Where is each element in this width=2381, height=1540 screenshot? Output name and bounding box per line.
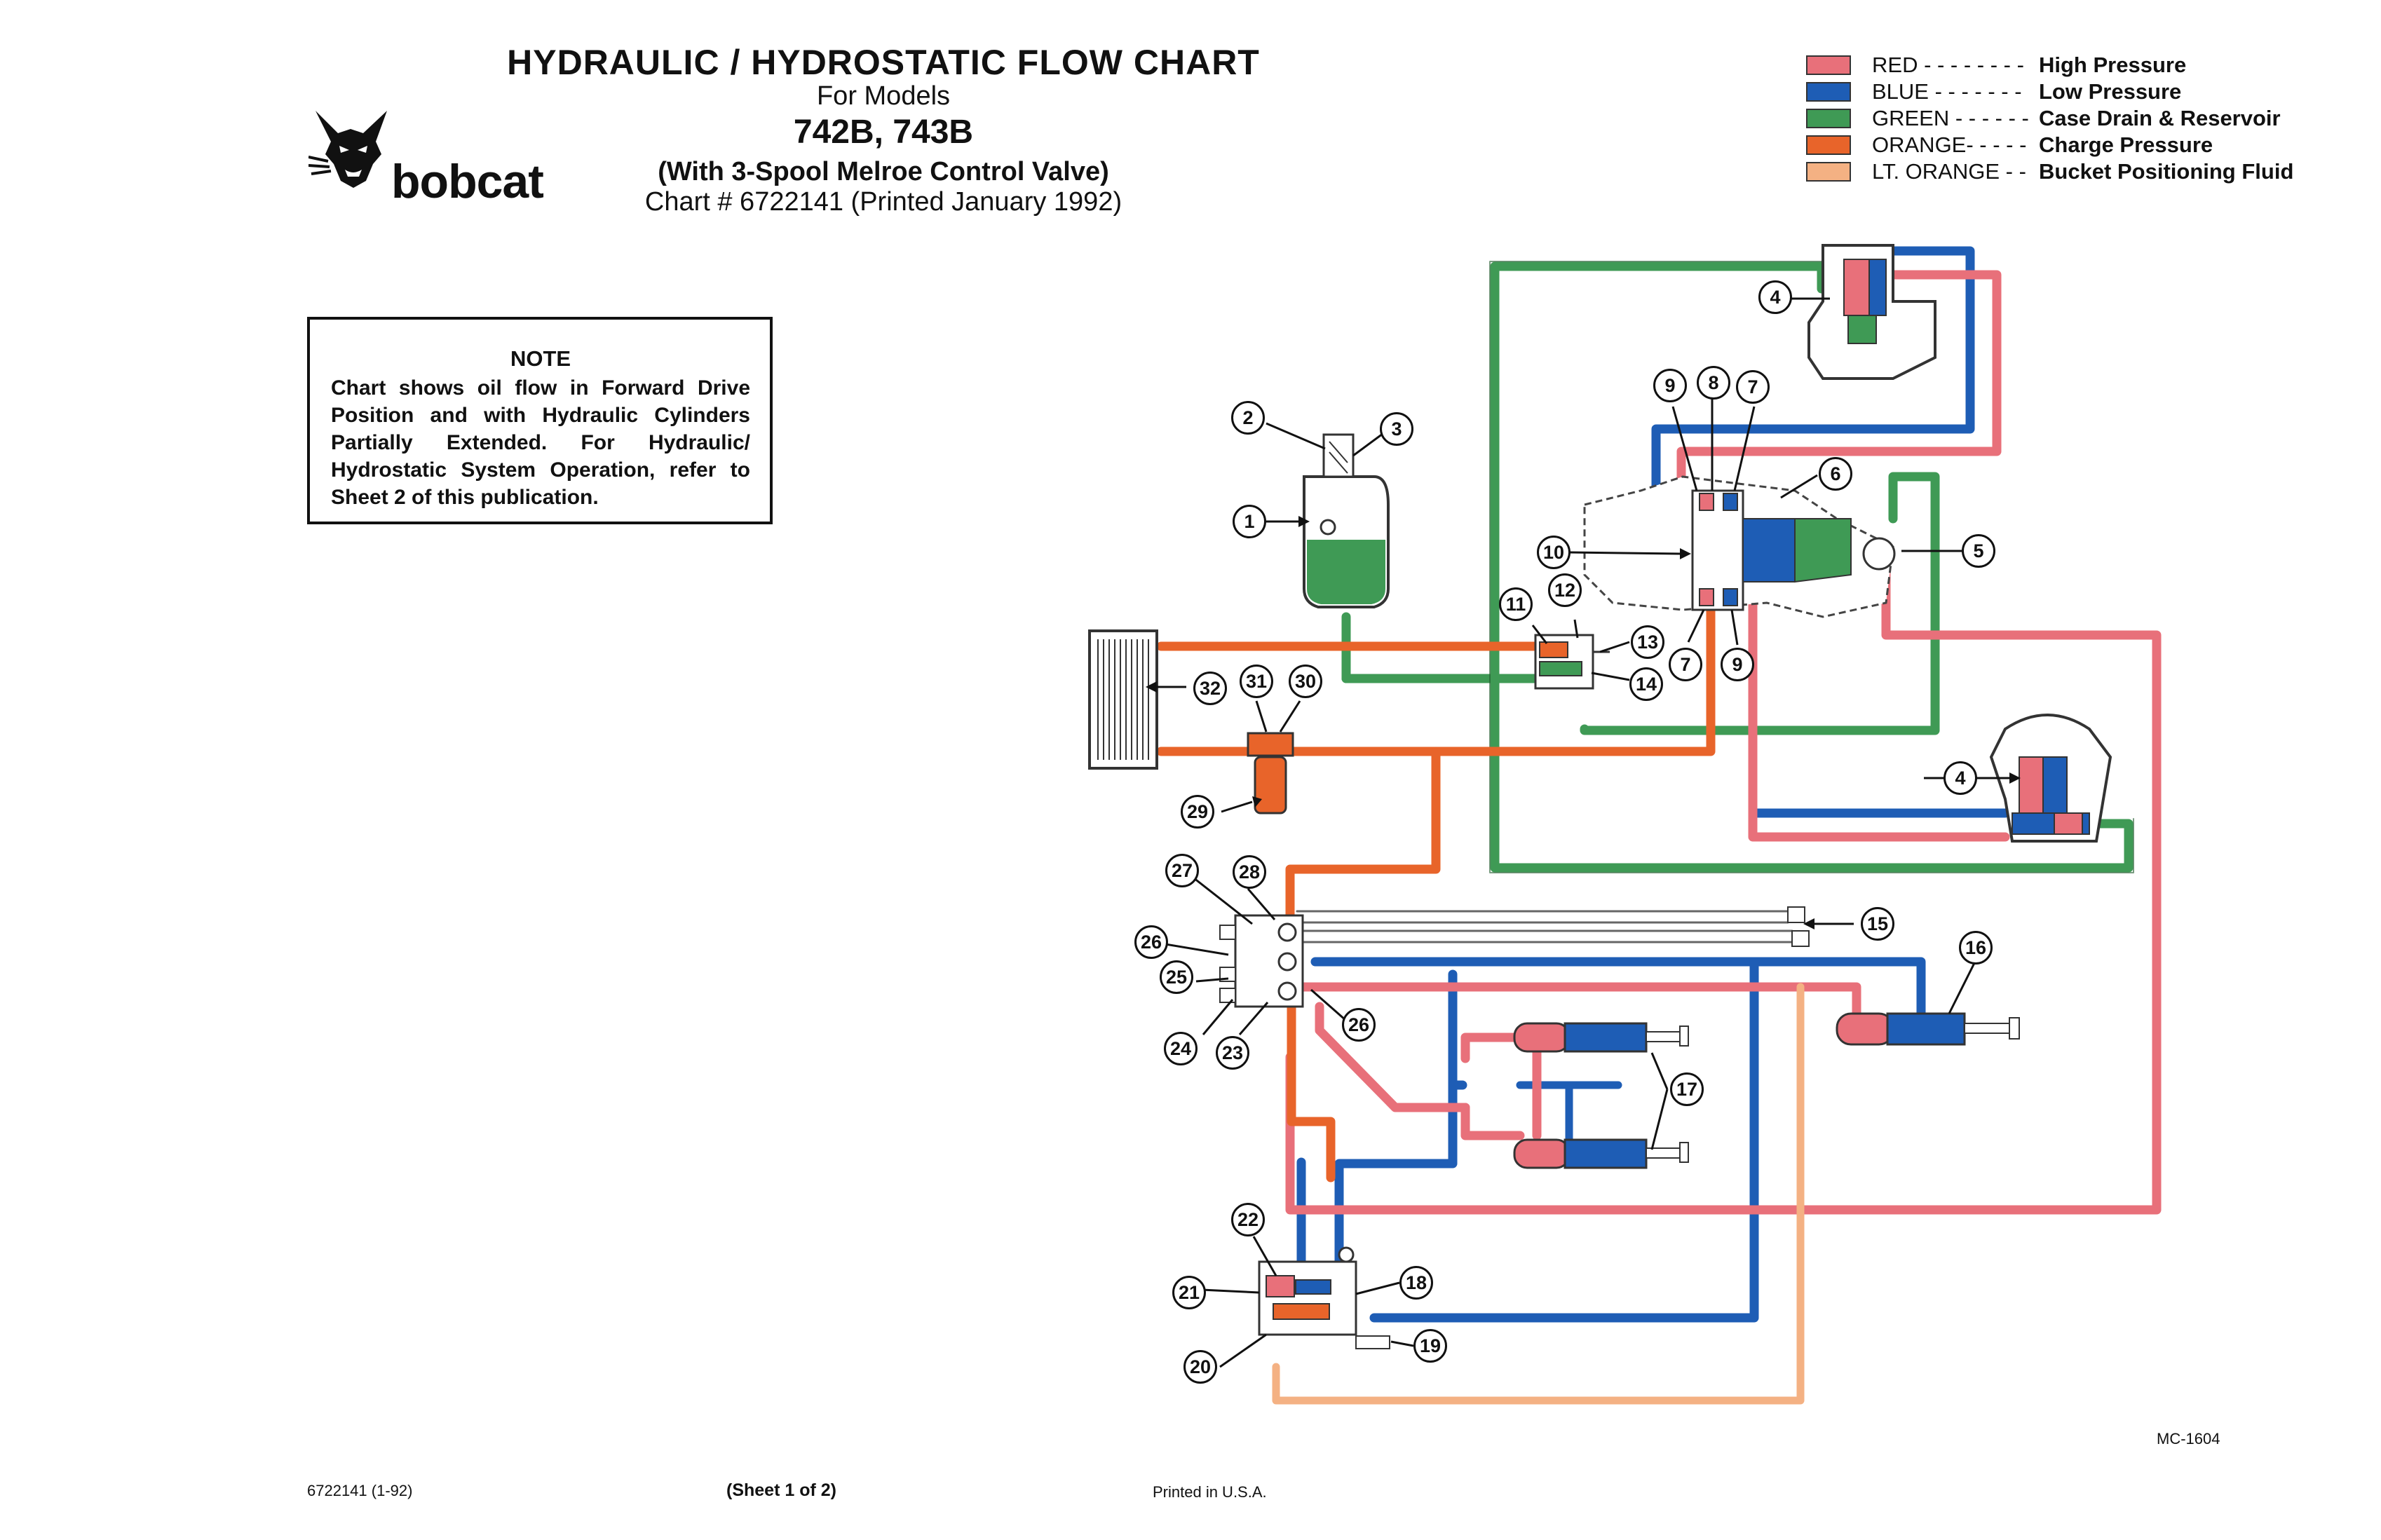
legend-swatch-lt-orange [1806,162,1851,182]
logo-wordmark: bobcat [391,155,544,208]
legend-description: Case Drain & Reservoir [2039,106,2281,130]
callout-5: 5 [1962,534,1995,568]
callout-32: 32 [1193,672,1227,705]
legend-color-name: ORANGE- - - - - [1872,132,2027,157]
chart-valve-info: (With 3-Spool Melroe Control Valve) [658,157,1109,186]
bobcat-logo: bobcat [308,105,547,217]
bobcat-head-icon [308,111,387,188]
control-valve [1219,914,1304,1008]
chart-subtitle: For Models [816,81,951,111]
callout-9: 9 [1721,648,1754,681]
callout-16: 16 [1959,931,1993,965]
lt-orange-lines [1272,983,1805,1405]
callout-8: 8 [1697,366,1730,400]
legend-swatch-blue [1806,82,1851,102]
callout-22: 22 [1231,1203,1265,1236]
callout-11: 11 [1499,587,1533,621]
legend-item-lt-orange: LT. ORANGE - - Bucket Positioning Fluid [1806,158,2360,185]
chart-title: HYDRAULIC / HYDROSTATIC FLOW CHART [507,43,1260,82]
footer-sheet: (Sheet 1 of 2) [726,1480,836,1500]
callout-29: 29 [1181,795,1214,829]
lift-cylinders [1513,1022,1689,1169]
callout-17: 17 [1670,1072,1704,1106]
callout-10: 10 [1537,536,1571,569]
filter-assembly [1247,732,1294,815]
callout-31: 31 [1240,665,1273,698]
callout-26: 26 [1134,925,1168,959]
callout-2: 2 [1231,401,1265,435]
color-legend: RED - - - - - - - - High Pressure BLUE -… [1806,52,2360,185]
callout-30: 30 [1289,665,1322,698]
legend-item-blue: BLUE - - - - - - - Low Pressure [1806,79,2360,105]
callout-25: 25 [1160,960,1193,994]
callout-14: 14 [1629,667,1663,701]
drive-motor-lower [1989,714,2112,843]
legend-description: High Pressure [2039,53,2187,77]
callout-13: 13 [1631,625,1664,659]
callout-23: 23 [1216,1036,1249,1070]
callout-20: 20 [1183,1350,1217,1384]
oil-cooler [1088,629,1158,770]
callout-18: 18 [1399,1266,1433,1300]
chart-number: Chart # 6722141 (Printed January 1992) [644,187,1122,217]
reservoir-tank [1303,433,1390,608]
legend-swatch-red [1806,55,1851,75]
callout-6: 6 [1819,457,1852,491]
footer-code: MC-1604 [2157,1430,2220,1447]
chart-title-block: HYDRAULIC / HYDROSTATIC FLOW CHART For M… [491,42,1276,217]
callout-7: 7 [1736,370,1770,404]
legend-item-green: GREEN - - - - - - Case Drain & Reservoir [1806,105,2360,132]
callout-9: 9 [1653,369,1687,402]
drive-motor-upper [1807,244,1936,380]
callout-24: 24 [1164,1032,1198,1065]
legend-color-name: GREEN - - - - - - [1872,106,2029,130]
legend-description: Low Pressure [2039,79,2182,104]
quick-couplers [1787,906,1810,947]
legend-color-name: RED - - - - - - - - [1872,53,2024,77]
chart-models: 742B, 743B [793,114,974,151]
legend-description: Charge Pressure [2039,132,2213,157]
callout-7: 7 [1669,648,1702,681]
callout-4: 4 [1944,761,1977,795]
legend-swatch-green [1806,109,1851,128]
callout-19: 19 [1413,1329,1447,1363]
callout-1: 1 [1233,505,1266,538]
charge-relief-valve [1534,634,1610,690]
legend-color-name: LT. ORANGE - - [1872,159,2026,184]
legend-description: Bucket Positioning Fluid [2039,159,2294,184]
callout-3: 3 [1380,412,1413,446]
note-heading: NOTE [510,346,571,371]
legend-swatch-orange [1806,135,1851,155]
footer-part-number: 6722141 (1-92) [307,1482,413,1499]
legend-item-red: RED - - - - - - - - High Pressure [1806,52,2360,79]
legend-color-name: BLUE - - - - - - - [1872,79,2022,104]
callout-28: 28 [1233,855,1266,889]
callout-4: 4 [1758,280,1792,314]
callout-21: 21 [1172,1276,1206,1309]
legend-item-orange: ORANGE- - - - - Charge Pressure [1806,132,2360,158]
callout-26: 26 [1342,1008,1376,1042]
footer-printed: Printed in U.S.A. [1153,1483,1267,1501]
note-box: NOTE Chart shows oil flow in Forward Dri… [307,317,773,524]
callout-27: 27 [1165,854,1199,887]
hydrostatic-pump [1583,475,1896,618]
tilt-cylinder [1836,1012,2020,1046]
bucket-positioning-valve [1258,1246,1390,1349]
note-body: Chart shows oil flow in Forward Drive Po… [331,376,750,509]
callout-15: 15 [1861,907,1894,941]
callout-12: 12 [1548,573,1582,607]
